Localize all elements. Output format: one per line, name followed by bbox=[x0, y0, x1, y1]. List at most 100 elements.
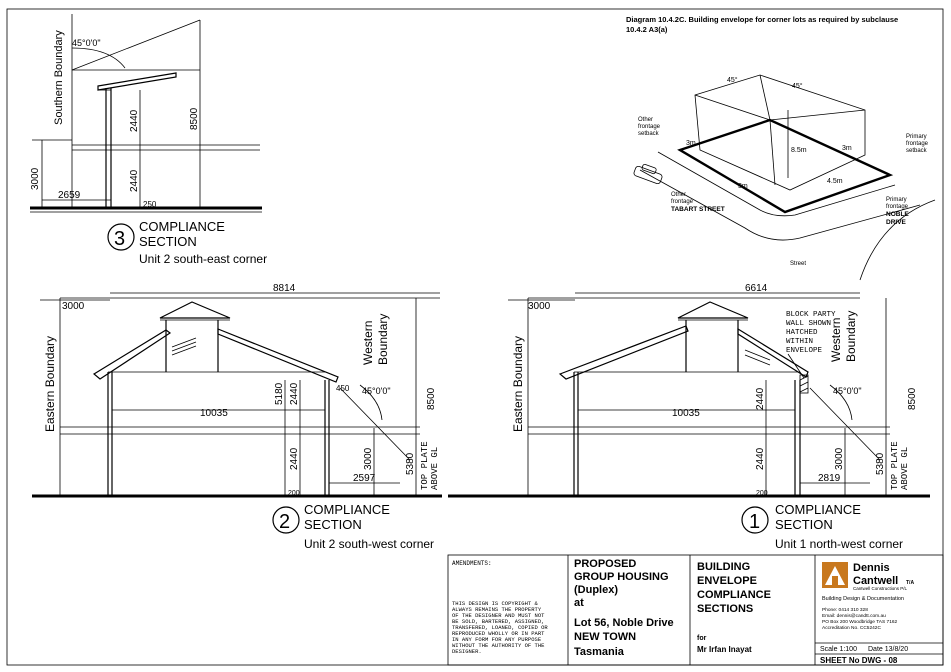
section-number-circle bbox=[272, 506, 300, 534]
dim-250-label: 250 bbox=[143, 200, 157, 209]
lot-boundary bbox=[677, 118, 894, 214]
primary-frontage-2: frontage bbox=[886, 204, 909, 210]
section-subtitle: Unit 1 north-west corner bbox=[775, 537, 903, 551]
note-5: ENVELOPE bbox=[786, 347, 823, 355]
note-1: BLOCK PARTY bbox=[786, 311, 836, 319]
dim-2440a-label: 2440 bbox=[755, 387, 766, 410]
dim-3m-c: 3m bbox=[738, 183, 748, 190]
street-a: TABART STREET bbox=[671, 206, 725, 213]
contact-4: Accreditation No. CC5242C bbox=[822, 625, 881, 631]
contact-2: Email: dennis@candtt.com.au bbox=[822, 613, 886, 619]
angle-arc bbox=[71, 47, 126, 69]
primary-setback-2: frontage bbox=[906, 141, 929, 147]
contact-1: Phone: 0414 310 328 bbox=[822, 607, 868, 613]
curb-outer bbox=[657, 151, 896, 217]
dim-10035-label: 10035 bbox=[200, 408, 228, 419]
hatch bbox=[744, 349, 771, 366]
party-wall-hatch-lines bbox=[799, 375, 809, 393]
envelope-slope bbox=[809, 387, 881, 461]
angle-b: 45° bbox=[792, 82, 803, 90]
eastern-boundary-label: Eastern Boundary bbox=[511, 336, 525, 432]
company-sub: Cantwell Constructions P/L bbox=[853, 586, 908, 591]
section-1: Eastern Boundary Western Boundary 3000 6… bbox=[448, 283, 930, 551]
project-7: Tasmania bbox=[574, 646, 625, 658]
dim-3m-b: 3m bbox=[842, 145, 852, 152]
logo-house-icon bbox=[825, 566, 845, 585]
project-5: Lot 56, Noble Drive bbox=[574, 617, 674, 629]
date: Date 13/8/20 bbox=[868, 646, 908, 653]
amendments-label: AMENDMENTS: bbox=[452, 560, 492, 567]
dim-200-label: 200 bbox=[288, 490, 300, 497]
section-number-circle bbox=[741, 506, 769, 534]
scale: Scale 1:100 bbox=[820, 646, 857, 653]
logo-door bbox=[832, 576, 838, 585]
street-b-2: DRIVE bbox=[886, 219, 907, 226]
dim-2440b-label: 2440 bbox=[129, 169, 140, 192]
dim-2440b-label: 2440 bbox=[289, 447, 300, 470]
western-boundary-label-1: Western bbox=[829, 318, 843, 362]
diagram-title-1: Diagram 10.4.2C. Building envelope for c… bbox=[626, 15, 898, 24]
dim-200-label: 200 bbox=[756, 490, 768, 497]
above-gl-label: ABOVE GL bbox=[900, 447, 910, 490]
roof bbox=[97, 72, 177, 91]
company-logo bbox=[822, 562, 848, 588]
angle-label: 45°0'0" bbox=[72, 38, 101, 48]
dim-2597-label: 2597 bbox=[353, 473, 376, 484]
note-3: HATCHED bbox=[786, 329, 818, 337]
project-1: PROPOSED bbox=[574, 558, 636, 570]
project-4: at bbox=[574, 597, 584, 609]
section-title-2: SECTION bbox=[304, 517, 362, 532]
primary-frontage-1: Primary bbox=[886, 197, 907, 203]
section-3: Southern Boundary 45°0'0" 8500 2440 2440… bbox=[30, 14, 267, 266]
sheet-number: SHEET No DWG - 08 bbox=[820, 656, 898, 665]
section-subtitle: Unit 2 south-east corner bbox=[139, 252, 267, 266]
envelope-slope bbox=[339, 387, 411, 461]
clerestory-roof bbox=[159, 301, 231, 319]
envelope-edge bbox=[769, 109, 866, 121]
dim-2659-label: 2659 bbox=[58, 190, 81, 201]
dim-8500-label: 8500 bbox=[426, 387, 437, 410]
dim-5380-label: 5380 bbox=[875, 452, 886, 475]
other-frontage-1: Other bbox=[671, 192, 686, 198]
title-block: AMENDMENTS: THIS DESIGN IS COPYRIGHT & A… bbox=[447, 554, 944, 666]
envelope-edge bbox=[759, 74, 771, 121]
angle-arc bbox=[829, 384, 853, 421]
other-frontage-2: frontage bbox=[671, 199, 694, 205]
dim-2819-label: 2819 bbox=[818, 473, 841, 484]
western-boundary-label-2: Boundary bbox=[376, 314, 390, 365]
drawing-title-4: SECTIONS bbox=[697, 603, 753, 615]
section-title-1: COMPLIANCE bbox=[304, 502, 390, 517]
dim-3000-label: 3000 bbox=[30, 167, 41, 190]
diagram-title-2: 10.4.2 A3(a) bbox=[626, 25, 668, 34]
curb-inner bbox=[639, 169, 921, 241]
dim-3000v-label: 3000 bbox=[363, 447, 374, 470]
copyright-1: THIS DESIGN IS COPYRIGHT & bbox=[452, 600, 539, 607]
angle-label: 45°0'0" bbox=[833, 386, 862, 396]
angle-a: 45° bbox=[727, 76, 738, 84]
top-plate-label: TOP PLATE bbox=[420, 441, 430, 490]
section-number: 1 bbox=[749, 511, 760, 533]
section-number: 3 bbox=[114, 228, 125, 250]
top-plate-label: TOP PLATE bbox=[890, 441, 900, 490]
boundary-label: Southern Boundary bbox=[53, 30, 65, 125]
copyright-4: BE SOLD, BARTERED, ASSIGNED, bbox=[452, 618, 544, 625]
dim-45m: 4.5m bbox=[827, 178, 843, 185]
roof-left bbox=[558, 325, 689, 380]
other-setback-1: Other bbox=[638, 117, 653, 123]
dim-2440b-label: 2440 bbox=[755, 447, 766, 470]
dim-8814-label: 8814 bbox=[273, 283, 296, 294]
dim-8500-label: 8500 bbox=[907, 387, 918, 410]
envelope-diagram: Diagram 10.4.2C. Building envelope for c… bbox=[626, 15, 936, 281]
dim-450-label: 450 bbox=[336, 384, 350, 393]
section-2: Eastern Boundary Western Boundary 3000 8… bbox=[32, 283, 442, 551]
company-line2: Cantwell bbox=[853, 575, 898, 587]
project-2: GROUP HOUSING bbox=[574, 571, 669, 583]
copyright-6: REPRODUCED WHOLLY OR IN PART bbox=[452, 630, 545, 637]
copyright-9: DESIGNER. bbox=[452, 648, 482, 655]
note-leader bbox=[787, 353, 805, 379]
primary-setback-1: Primary bbox=[906, 134, 927, 140]
drawing-title-3: COMPLIANCE bbox=[697, 589, 771, 601]
other-setback-2: frontage bbox=[638, 124, 661, 130]
dim-3000v-label: 3000 bbox=[834, 447, 845, 470]
